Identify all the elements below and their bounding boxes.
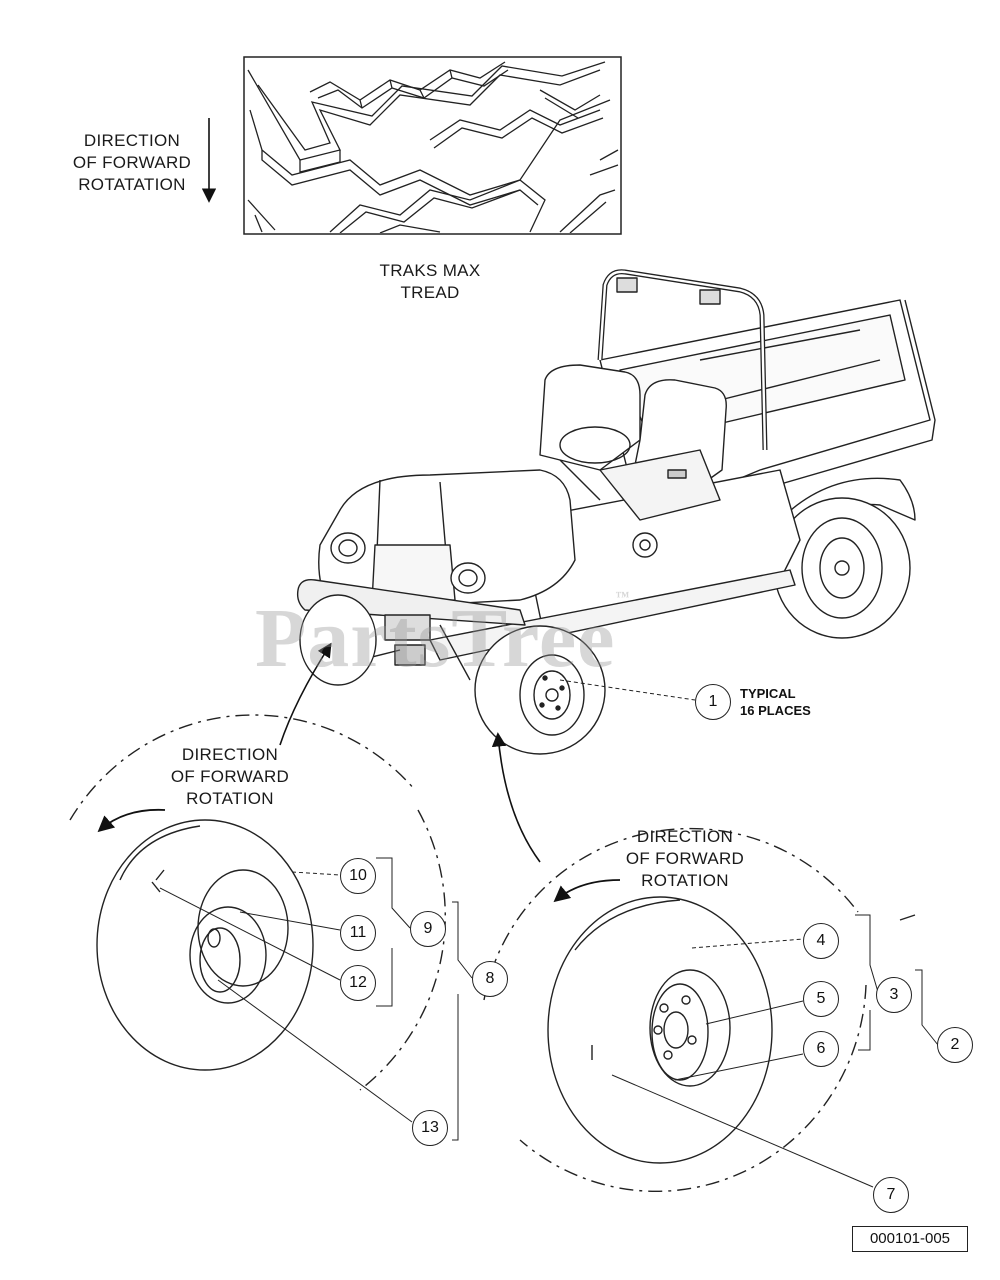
left-rotation-arrow xyxy=(97,808,166,833)
callout-1: 1 xyxy=(695,684,731,720)
callout-2: 2 xyxy=(937,1027,973,1063)
leader-lines xyxy=(159,679,939,1188)
typical-note: TYPICAL 16 PLACES xyxy=(740,686,811,718)
callout-12: 12 xyxy=(340,965,376,1001)
tread-caption: TRAKS MAX TREAD xyxy=(379,261,481,302)
right-wheel-assembly xyxy=(483,827,916,1192)
tread-direction-label: DIRECTION OF FORWARD ROTATATION xyxy=(72,131,192,194)
callout-13: 13 xyxy=(412,1110,448,1146)
callout-8: 8 xyxy=(472,961,508,997)
callout-5: 5 xyxy=(803,981,839,1017)
right-rotation-arrow xyxy=(553,879,621,903)
figure-number: 000101-005 xyxy=(852,1226,968,1252)
utility-vehicle-illustration xyxy=(296,269,936,755)
right-connector-arrow xyxy=(491,732,541,863)
callout-6: 6 xyxy=(803,1031,839,1067)
left-wheel-assembly xyxy=(69,714,446,1091)
callout-4: 4 xyxy=(803,923,839,959)
right-wheel-direction-label: DIRECTION OF FORWARD ROTATION xyxy=(625,827,745,890)
callout-10: 10 xyxy=(340,858,376,894)
callout-3: 3 xyxy=(876,977,912,1013)
left-wheel-direction-label: DIRECTION OF FORWARD ROTATION xyxy=(170,745,290,808)
callout-9: 9 xyxy=(410,911,446,947)
tread-pattern-inset xyxy=(243,56,622,235)
left-connector-arrow xyxy=(279,642,332,746)
callout-11: 11 xyxy=(340,915,376,951)
watermark: PartsTree™ xyxy=(255,590,631,685)
callout-7: 7 xyxy=(873,1177,909,1213)
